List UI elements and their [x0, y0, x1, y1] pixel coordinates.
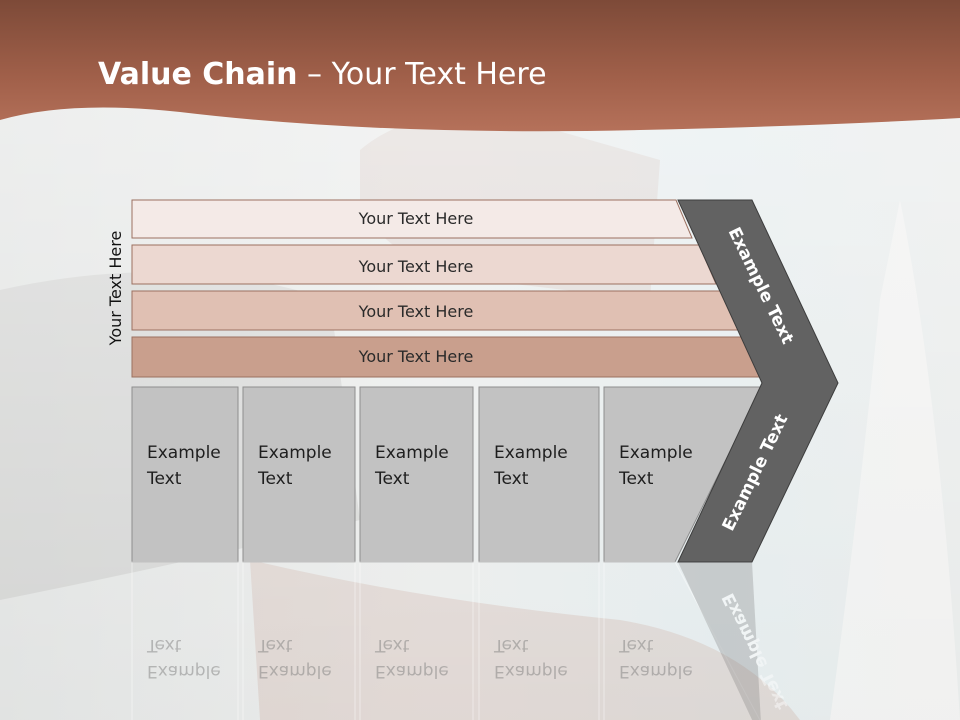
column-3-line2: Text	[374, 469, 410, 489]
reflection-column-1-line2: Text	[146, 635, 182, 655]
column-5-line2: Text	[618, 469, 654, 489]
chevron-arrow	[677, 199, 839, 563]
reflection-column-4	[478, 561, 600, 720]
band-1	[131, 199, 693, 239]
column-4-line1: Example	[494, 443, 568, 463]
reflection-column-5-line2: Text	[618, 635, 654, 655]
column-1	[131, 386, 239, 563]
reflection-column-2-line2: Text	[257, 635, 293, 655]
reflection-column-5-line1: Example	[619, 661, 693, 681]
band-3-label: Your Text Here	[358, 302, 474, 321]
title-rest-part: – Your Text Here	[298, 57, 547, 92]
reflection-column-4-line1: Example	[494, 661, 568, 681]
column-4-line2: Text	[493, 469, 529, 489]
reflection-column-3-line1: Example	[375, 661, 449, 681]
reflection-column-4-line2: Text	[493, 635, 529, 655]
column-3	[359, 386, 474, 563]
band-2	[131, 244, 717, 285]
band-1-label: Your Text Here	[358, 209, 474, 228]
column-2-line1: Example	[258, 443, 332, 463]
reflection-column-3-line2: Text	[374, 635, 410, 655]
column-2	[242, 386, 356, 563]
vertical-label: Your Text Here	[106, 231, 125, 347]
column-1-line1: Example	[147, 443, 221, 463]
slide-title: Value Chain – Your Text Here	[98, 57, 547, 92]
reflection-chevron	[678, 562, 761, 720]
column-5-line1: Example	[619, 443, 693, 463]
band-2-label: Your Text Here	[358, 257, 474, 276]
reflection-column-2-line1: Example	[258, 661, 332, 681]
reflection-column-1-line1: Example	[147, 661, 221, 681]
title-bold-part: Value Chain	[98, 57, 298, 92]
column-1-line2: Text	[146, 469, 182, 489]
reflection-column-1	[131, 561, 239, 720]
header-banner	[0, 0, 960, 132]
reflection-column-2	[242, 561, 356, 720]
column-5	[603, 386, 763, 563]
column-3-line1: Example	[375, 443, 449, 463]
band-4-label: Your Text Here	[358, 347, 474, 366]
column-4	[478, 386, 600, 563]
reflection-column-3	[359, 561, 474, 720]
column-2-line2: Text	[257, 469, 293, 489]
reflection-column-5	[603, 561, 761, 720]
